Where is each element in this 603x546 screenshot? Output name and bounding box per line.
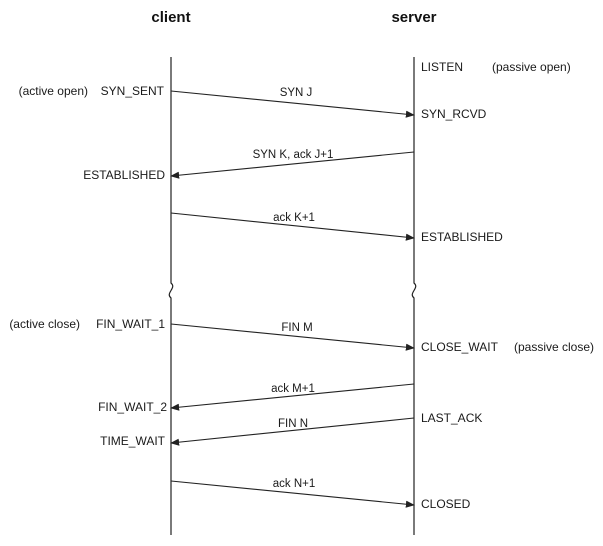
message-syn-k-ack: SYN K, ack J+1 xyxy=(170,149,415,179)
syn-rcvd-label: SYN_RCVD xyxy=(421,107,487,121)
message-ack-m: ack M+1 xyxy=(170,383,415,411)
active-close-note: (active close) xyxy=(9,317,80,331)
server-header: server xyxy=(391,9,436,26)
last-ack-label: LAST_ACK xyxy=(421,411,482,425)
client-established-label: ESTABLISHED xyxy=(83,168,165,182)
message-ack-k: ack K+1 xyxy=(170,212,415,241)
time-wait-label: TIME_WAIT xyxy=(100,434,166,448)
server-state-close-wait: CLOSE_WAIT (passive close) xyxy=(421,340,594,354)
fin-n-label: FIN N xyxy=(278,418,308,430)
close-wait-label: CLOSE_WAIT xyxy=(421,340,499,354)
closed-label: CLOSED xyxy=(421,497,471,511)
client-state-syn-sent: (active open) SYN_SENT xyxy=(19,84,165,98)
server-established-label: ESTABLISHED xyxy=(421,230,503,244)
ack-m-arrow xyxy=(170,383,415,411)
syn-j-label: SYN J xyxy=(280,87,313,99)
passive-close-note: (passive close) xyxy=(514,340,594,354)
syn-sent-label: SYN_SENT xyxy=(101,84,165,98)
listen-label: LISTEN xyxy=(421,60,463,74)
fin-n-arrow xyxy=(170,417,415,446)
ack-k-arrow xyxy=(170,212,415,241)
ack-m-label: ack M+1 xyxy=(271,383,315,395)
client-state-fin-wait-1: (active close) FIN_WAIT_1 xyxy=(9,317,165,331)
syn-k-ack-label: SYN K, ack J+1 xyxy=(253,149,334,161)
ack-k-label: ack K+1 xyxy=(273,212,315,224)
client-header: client xyxy=(151,9,190,26)
fin-wait-2-label: FIN_WAIT_2 xyxy=(98,400,167,414)
syn-k-ack-arrow xyxy=(170,151,415,179)
ack-n-arrow xyxy=(170,480,415,508)
message-fin-m: FIN M xyxy=(170,322,415,351)
syn-j-arrow xyxy=(170,90,415,118)
server-state-listen: LISTEN (passive open) xyxy=(421,60,571,74)
fin-m-label: FIN M xyxy=(281,322,312,334)
fin-m-arrow xyxy=(170,323,415,351)
server-lifeline xyxy=(411,57,417,535)
client-lifeline xyxy=(168,57,174,535)
passive-open-note: (passive open) xyxy=(492,60,571,74)
ack-n-label: ack N+1 xyxy=(273,478,316,490)
fin-wait-1-label: FIN_WAIT_1 xyxy=(96,317,165,331)
message-ack-n: ack N+1 xyxy=(170,478,415,508)
message-syn-j: SYN J xyxy=(170,87,415,118)
message-fin-n: FIN N xyxy=(170,417,415,446)
active-open-note: (active open) xyxy=(19,84,88,98)
